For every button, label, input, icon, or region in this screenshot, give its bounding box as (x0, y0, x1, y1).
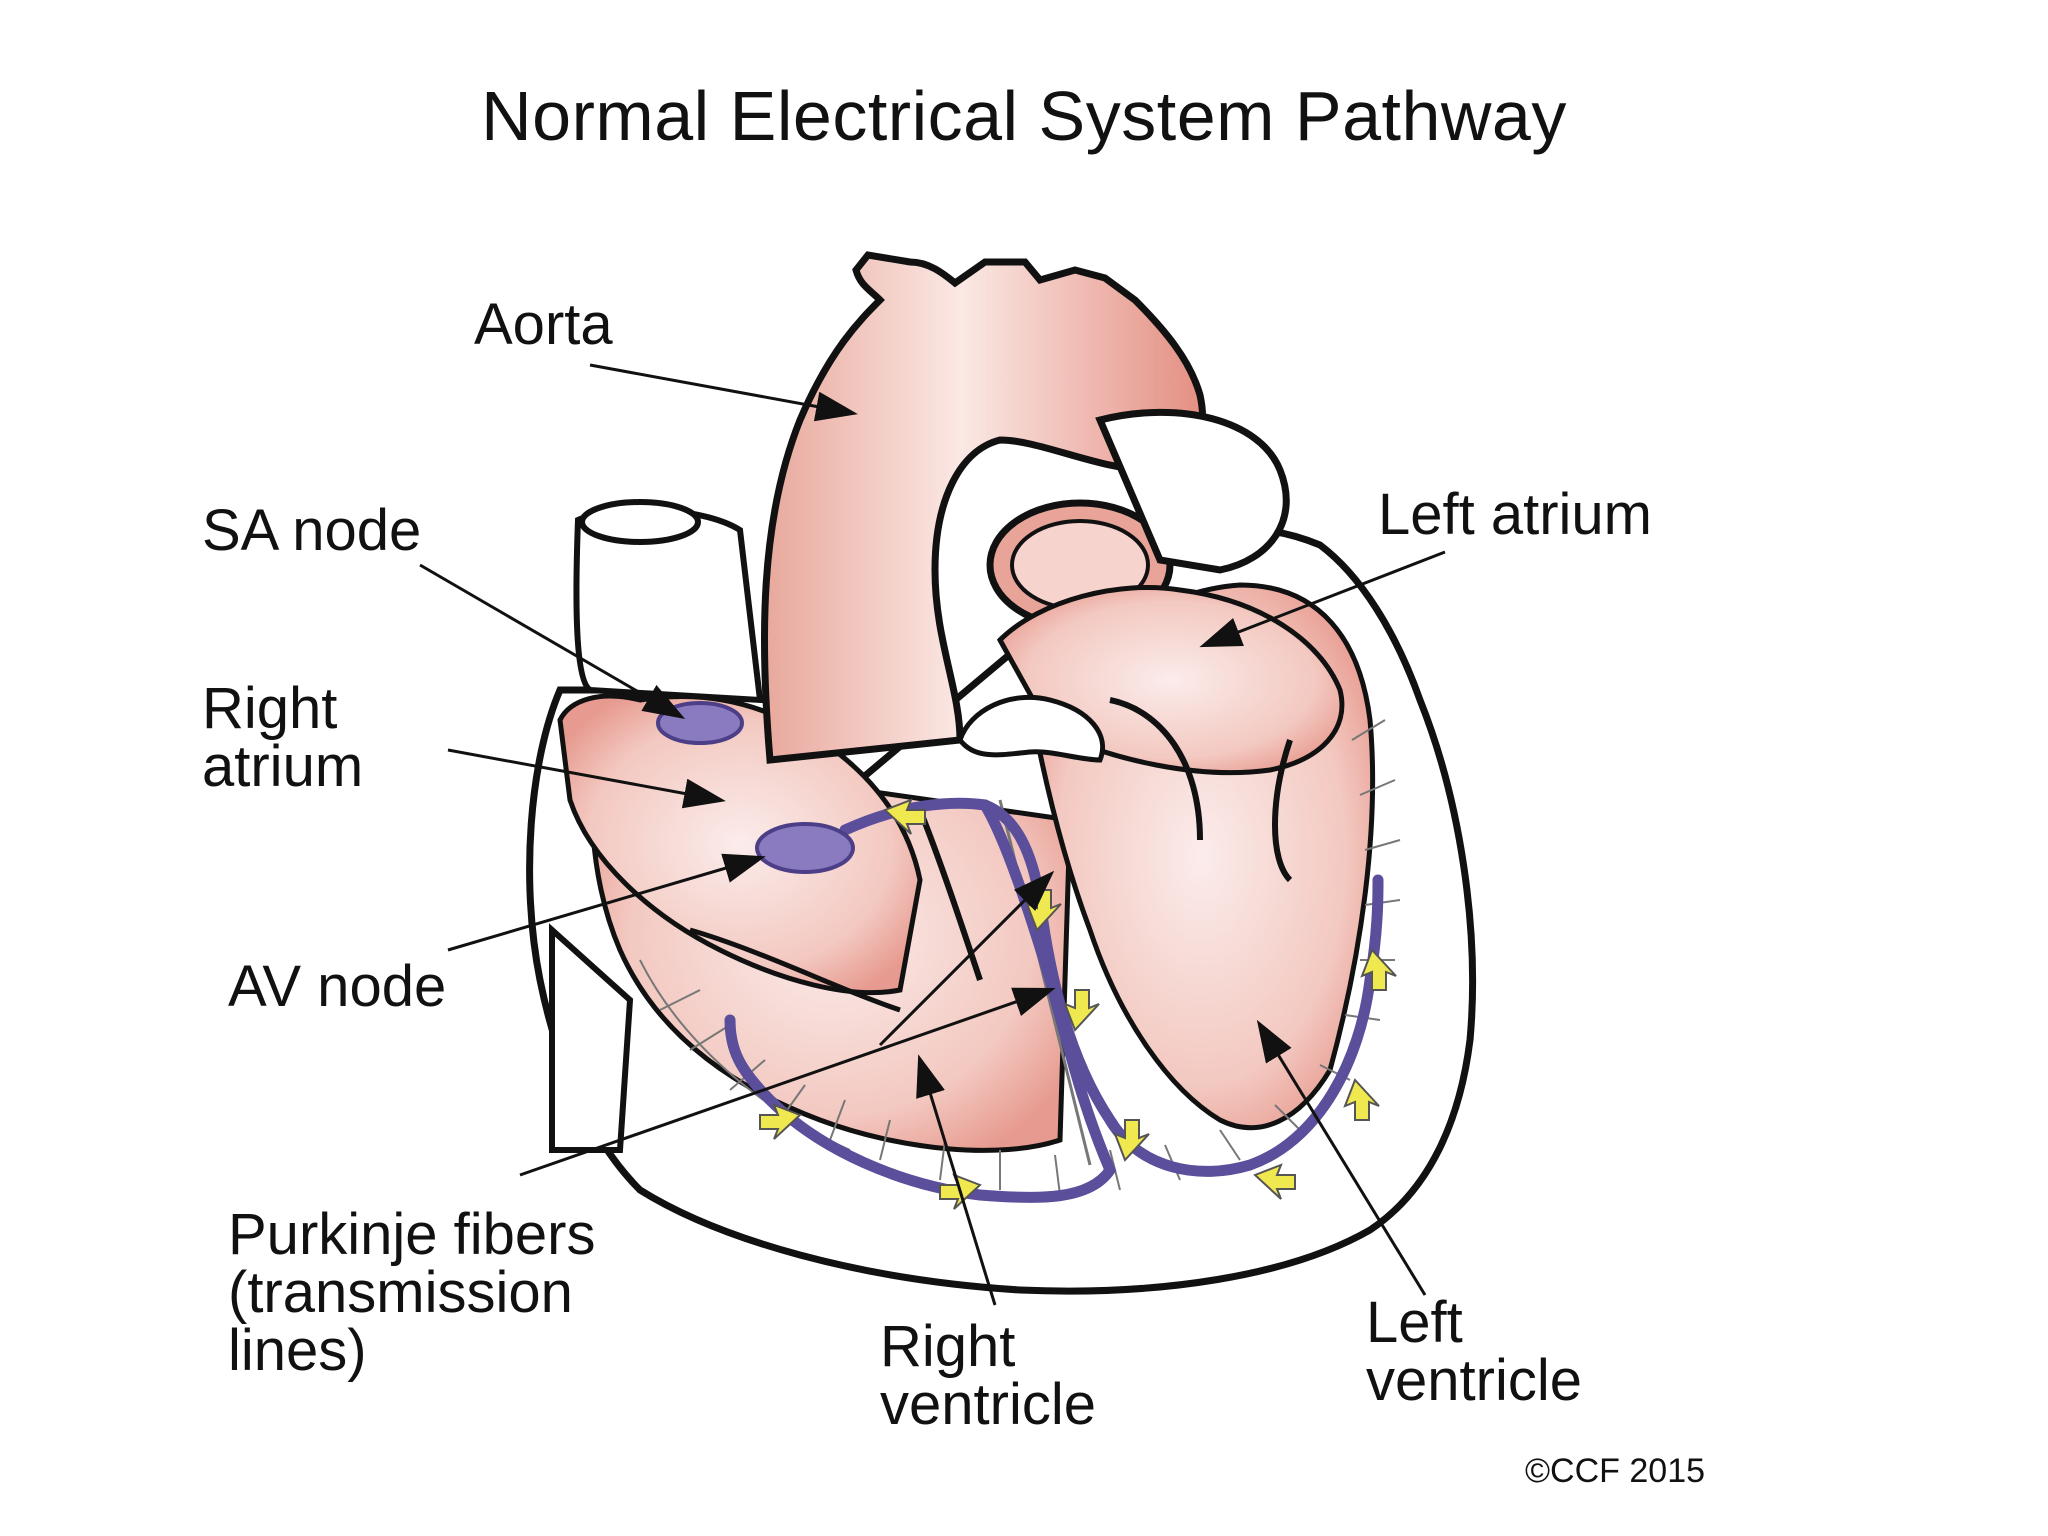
purkinje-leader-2 (878, 870, 1055, 1047)
purkinje-leader-1 (519, 987, 1056, 1177)
label-sa-node: SA node (202, 498, 422, 563)
label-av-node: AV node (228, 954, 447, 1019)
diagram-title: Normal Electrical System Pathway (481, 77, 1567, 155)
label-right-ventricle: Right ventricle (880, 1314, 1096, 1437)
label-left-atrium: Left atrium (1378, 482, 1652, 547)
aortic-valve (957, 694, 1106, 763)
inferior-vena-cava (549, 923, 634, 1153)
aorta-leader (589, 363, 858, 422)
mitral-valve (1109, 697, 1203, 841)
label-aorta: Aorta (474, 292, 613, 357)
left-atrium-leader (1199, 550, 1446, 648)
tricuspid-valve (917, 808, 983, 981)
label-left-ventricle: Left ventricle (1366, 1290, 1582, 1413)
right-atrium-leader (447, 748, 726, 809)
myocardium-striations (639, 719, 1401, 1196)
av-node-shape (755, 822, 855, 874)
copyright-notice: ©CCF 2015 (1525, 1452, 1706, 1490)
left-ventricle-leader (1256, 1019, 1427, 1296)
left-atrium-bulge (1095, 408, 1290, 574)
av-node-leader (447, 853, 766, 952)
leader-lines (419, 363, 1446, 1306)
label-purkinje-fibers: Purkinje fibers (transmission lines) (228, 1202, 596, 1383)
sa-node-leader (419, 563, 686, 720)
label-right-atrium: Right atrium (202, 676, 364, 799)
right-ventricle-leader (916, 1054, 997, 1306)
